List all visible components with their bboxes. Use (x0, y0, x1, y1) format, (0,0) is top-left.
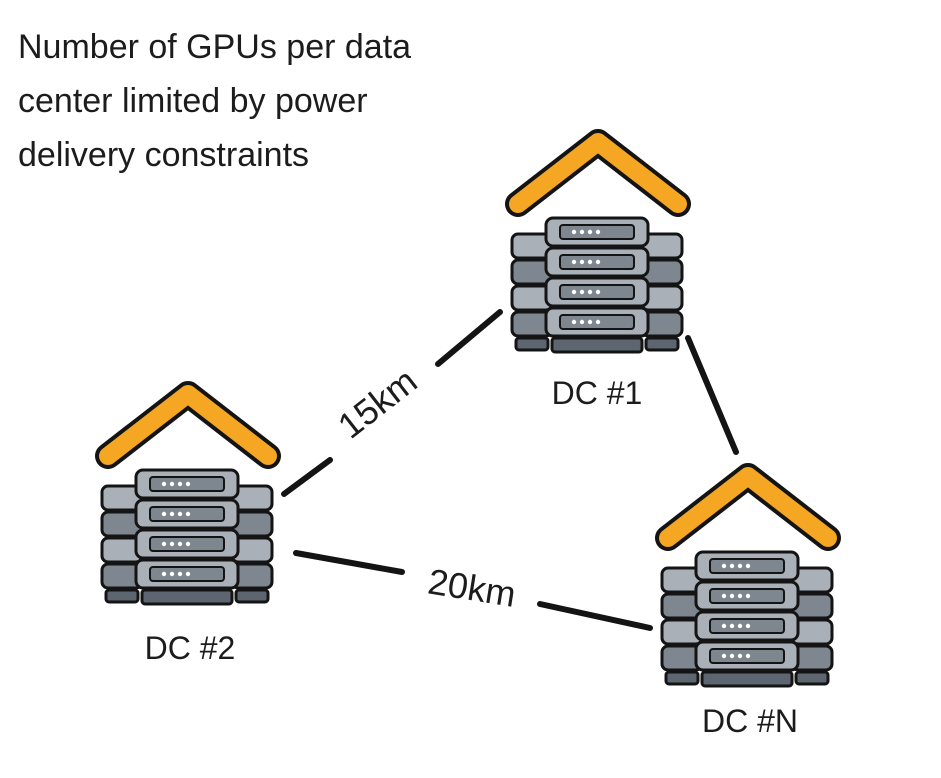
server-led-icon (595, 289, 601, 295)
server-led-icon (745, 593, 751, 599)
server-base (550, 336, 644, 354)
edge-label-15km: 15km (330, 360, 425, 447)
right-rack-base (644, 336, 680, 352)
server-led-icon (571, 259, 577, 265)
server-led-icon (185, 541, 191, 547)
server-led-icon (177, 571, 183, 577)
server-led-icon (737, 593, 743, 599)
server-led-icon (587, 259, 593, 265)
server-led-icon (721, 623, 727, 629)
server-led-icon (745, 563, 751, 569)
roof-icon (509, 133, 687, 213)
server-led-icon (161, 481, 167, 487)
server-led-icon (161, 511, 167, 517)
datacenter-icon-dc2 (95, 381, 281, 606)
server-led-icon (177, 511, 183, 517)
server-led-icon (579, 319, 585, 325)
node-label-dc1: DC #1 (552, 375, 643, 411)
server-led-icon (737, 623, 743, 629)
datacenter-icon-dcn (655, 463, 841, 688)
server-led-icon (721, 653, 727, 659)
edge-dc2-dcn-segment-b (537, 601, 653, 631)
server-led-icon (169, 481, 175, 487)
server-base (700, 670, 794, 688)
server-led-icon (177, 541, 183, 547)
edge-dc1-dcn (685, 335, 739, 455)
server-led-icon (571, 319, 577, 325)
connection-lines (281, 309, 739, 631)
title-line-1: Number of GPUs per data (18, 28, 411, 66)
left-rack-base (104, 588, 140, 604)
server-led-icon (185, 571, 191, 577)
diagram-title: Number of GPUs per data center limited b… (18, 28, 411, 174)
right-rack-base (234, 588, 270, 604)
server-led-icon (571, 229, 577, 235)
server-led-icon (595, 229, 601, 235)
server-led-icon (587, 289, 593, 295)
right-rack-base (794, 670, 830, 686)
roof-icon (99, 385, 277, 465)
server-led-icon (721, 593, 727, 599)
server-led-icon (579, 289, 585, 295)
datacenter-icon-dc1 (505, 129, 691, 354)
server-led-icon (737, 563, 743, 569)
title-line-2: center limited by power (18, 82, 368, 120)
server-led-icon (745, 653, 751, 659)
server-led-icon (571, 289, 577, 295)
server-led-icon (745, 623, 751, 629)
server-led-icon (595, 319, 601, 325)
edge-dc2-dc1-segment-b (435, 309, 503, 367)
left-rack-base (664, 670, 700, 686)
server-led-icon (579, 229, 585, 235)
server-led-icon (169, 571, 175, 577)
server-led-icon (161, 541, 167, 547)
server-led-icon (177, 481, 183, 487)
server-led-icon (169, 541, 175, 547)
edge-dc2-dcn-segment-a (293, 550, 405, 575)
server-led-icon (161, 571, 167, 577)
server-led-icon (729, 563, 735, 569)
server-led-icon (587, 319, 593, 325)
node-label-dcn: DC #N (702, 703, 798, 739)
server-led-icon (587, 229, 593, 235)
server-led-icon (185, 511, 191, 517)
server-led-icon (729, 653, 735, 659)
server-led-icon (729, 593, 735, 599)
server-led-icon (579, 259, 585, 265)
server-base (140, 588, 234, 606)
edge-dc2-dc1-segment-a (281, 457, 333, 497)
server-led-icon (185, 481, 191, 487)
title-line-3: delivery constraints (18, 136, 309, 174)
server-led-icon (729, 623, 735, 629)
left-rack-base (514, 336, 550, 352)
node-label-dc2: DC #2 (145, 630, 236, 666)
edge-label-20km: 20km (425, 561, 518, 615)
server-led-icon (737, 653, 743, 659)
server-led-icon (169, 511, 175, 517)
server-led-icon (721, 563, 727, 569)
roof-icon (659, 467, 837, 547)
server-led-icon (595, 259, 601, 265)
